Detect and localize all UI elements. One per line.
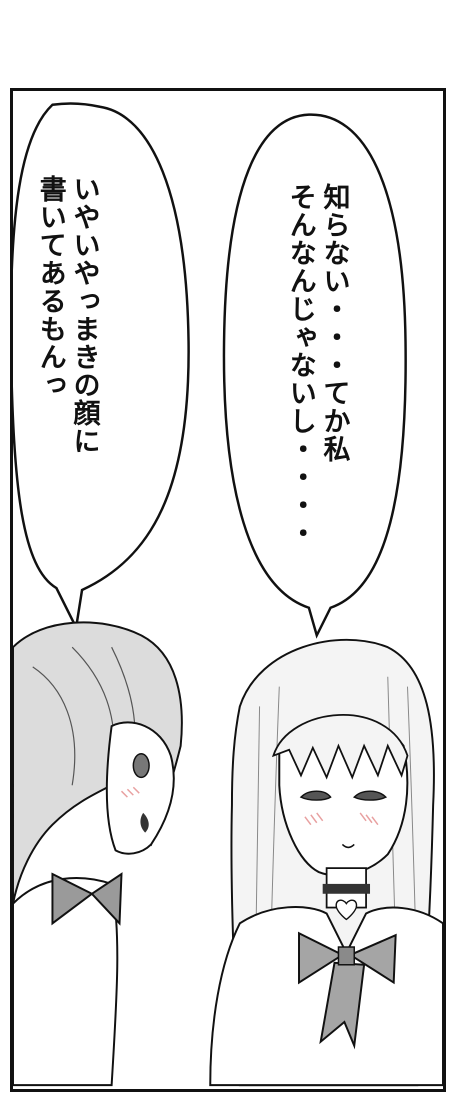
left-girl-mouth bbox=[140, 812, 149, 833]
right-girl-bangs bbox=[271, 714, 409, 780]
panel-artwork bbox=[13, 102, 443, 1087]
left-girl-eye bbox=[132, 752, 150, 779]
right-girl-bow-tails bbox=[319, 961, 366, 1050]
left-girl-blush bbox=[120, 786, 140, 798]
speech-text-left: いやいやっまきの顔に 書いてあるもんっ bbox=[33, 175, 101, 455]
right-girl-shirt bbox=[209, 906, 443, 1087]
speech-left-line1: いやいやっまきの顔に bbox=[68, 175, 100, 455]
right-girl-bow bbox=[298, 931, 397, 985]
right-girl-choker bbox=[322, 883, 371, 894]
right-girl-mouth bbox=[341, 843, 355, 849]
manga-panel: 知らない・・・てか私 そんなんじゃないし・・・・ いやいやっまきの顔に 書いてあ… bbox=[10, 88, 446, 1092]
right-girl-eye-right bbox=[352, 790, 388, 801]
speech-text-right: 知らない・・・てか私 そんなんじゃないし・・・・ bbox=[283, 183, 351, 547]
right-girl-bow-knot bbox=[337, 946, 355, 966]
heart-icon bbox=[335, 899, 358, 921]
speech-bubble-right bbox=[222, 113, 407, 639]
speech-right-line2: そんなんじゃないし・・・・ bbox=[284, 183, 316, 547]
right-girl-eye-left bbox=[299, 790, 332, 801]
speech-bubble-left bbox=[13, 102, 190, 632]
right-girl-blush bbox=[304, 812, 379, 826]
left-girl-bow bbox=[51, 872, 123, 926]
speech-right-line1: 知らない・・・てか私 bbox=[318, 183, 350, 463]
left-girl-face bbox=[105, 721, 175, 855]
speech-left-line2: 書いてあるもんっ bbox=[34, 175, 66, 399]
